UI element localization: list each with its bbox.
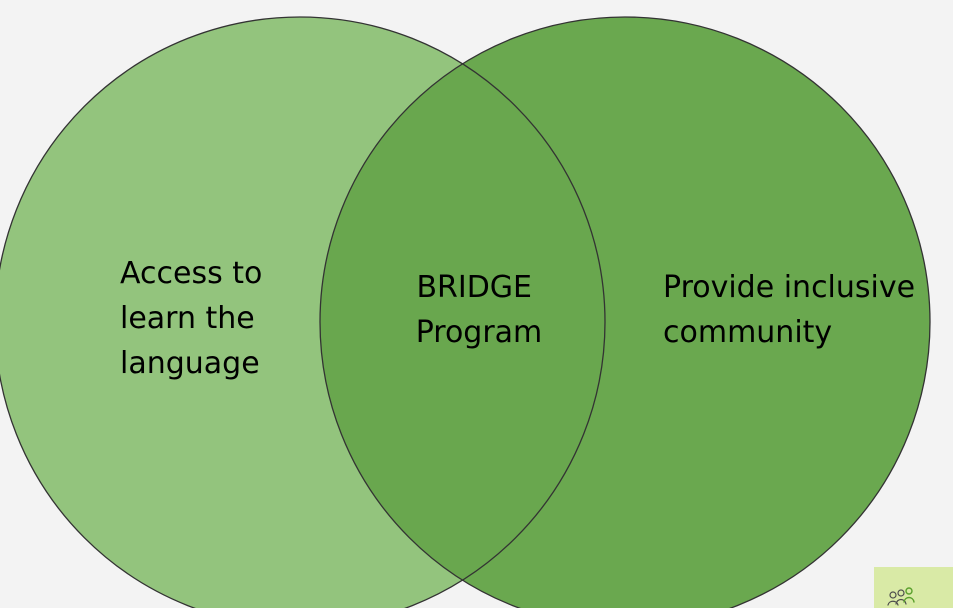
intersection-label: BRIDGE Program	[416, 270, 543, 350]
intersection-region	[320, 17, 605, 608]
right-set-label-line: Provide inclusive	[663, 270, 915, 305]
right-set-outline	[319, 16, 931, 608]
right-set-label: Provide inclusive community	[663, 270, 925, 350]
intersection-label-line: Program	[416, 315, 543, 350]
corner-logo	[874, 567, 953, 608]
right-set-label-line: community	[663, 315, 832, 350]
people-group-logo-icon	[887, 587, 915, 606]
left-set-label-line: language	[120, 346, 260, 381]
intersection-label-line: BRIDGE	[416, 270, 532, 305]
left-set-label-line: learn the	[120, 301, 255, 336]
left-set-label: Access to learn the language	[120, 256, 272, 381]
left-set-outline	[0, 16, 606, 608]
left-set-label-line: Access to	[120, 256, 262, 291]
